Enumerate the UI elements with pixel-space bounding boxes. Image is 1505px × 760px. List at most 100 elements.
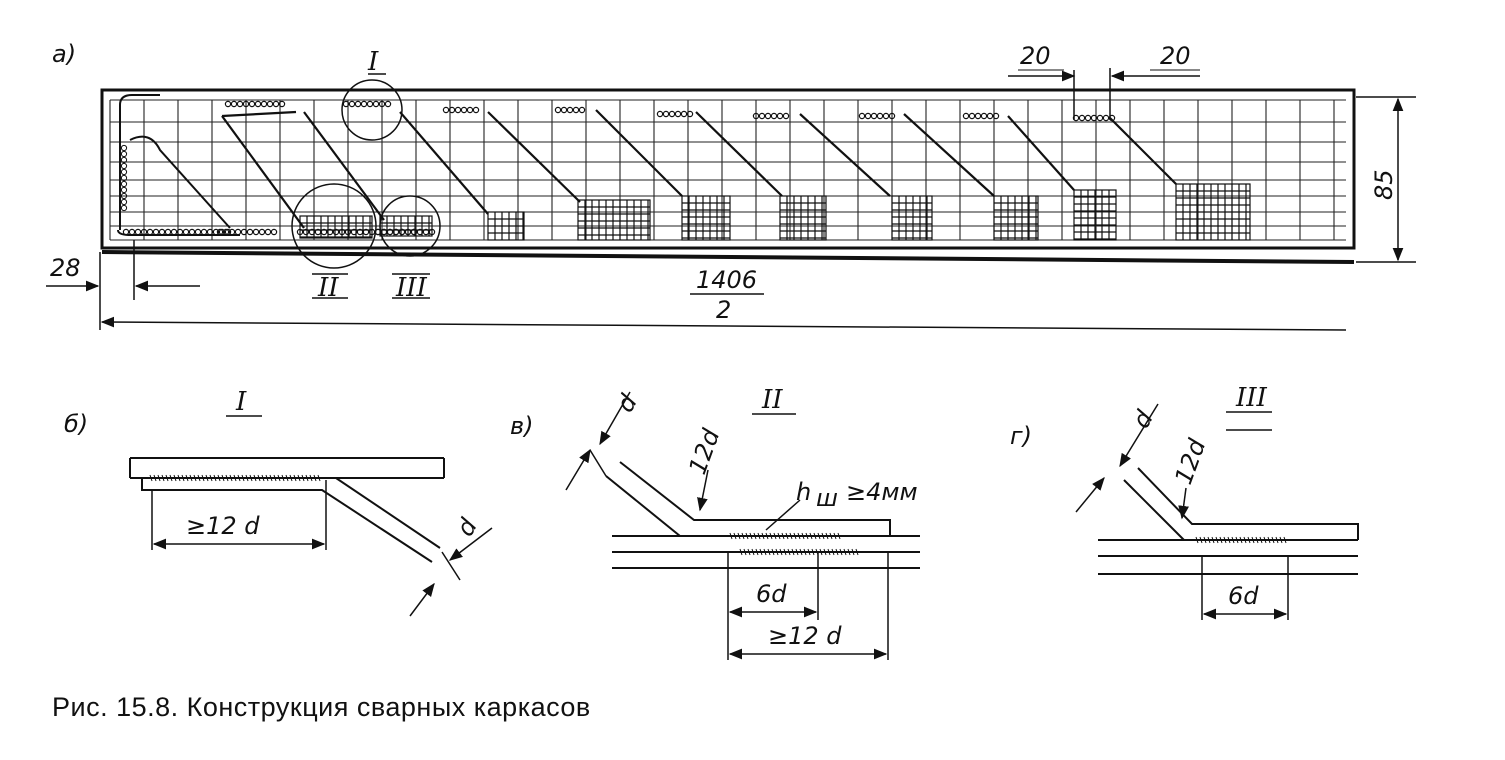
loop-weld-bead [120, 156, 128, 164]
bottom-weld-bead [270, 228, 278, 236]
detail-III-bend: 12d [1169, 435, 1211, 488]
top-weld-bead [472, 106, 480, 114]
panel-b-detail: I [235, 387, 247, 417]
detail-I-bars [129, 457, 445, 563]
height-value: 85 [1370, 169, 1398, 200]
bottom-weld-bead [252, 228, 260, 236]
weld-pad [299, 215, 373, 239]
bottom-weld-bead [404, 228, 412, 236]
top-weld-bead [764, 112, 772, 120]
weld-pad-border [779, 195, 827, 241]
loop-weld-bead [120, 174, 128, 182]
length-dimension [100, 293, 1347, 331]
bottom-weld-bead [240, 228, 248, 236]
top-weld-bead [870, 112, 878, 120]
bottom-weld-bead [392, 228, 400, 236]
detail-II-diameter: d [611, 389, 643, 417]
weld-seam [1195, 536, 1287, 544]
top-weld-bead [224, 100, 232, 108]
length-denominator: 2 [716, 296, 731, 324]
loop-weld-bead [120, 192, 128, 200]
bottom-weld-bead [308, 228, 316, 236]
top-weld-bead [230, 100, 238, 108]
weld-pad [487, 211, 525, 241]
top-weld-bead [272, 100, 280, 108]
detail-II-bend: 12d [683, 425, 725, 478]
detail-II-weld [729, 532, 859, 556]
loop-weld-bead [120, 150, 128, 158]
bottom-weld-bead [428, 228, 436, 236]
spacing-dimension [1008, 68, 1200, 120]
detail-III-lap6: 6d [1228, 582, 1259, 610]
bottom-weld-bead [194, 228, 202, 236]
bottom-weld-bead [134, 228, 142, 236]
bottom-chord [101, 250, 1355, 264]
top-weld-bead [974, 112, 982, 120]
inclined-bar [303, 111, 385, 221]
top-weld-bead [680, 110, 688, 118]
loop-weld-bead [120, 144, 128, 152]
loop-weld-bead [120, 180, 128, 188]
detail-I-diameter: d [451, 513, 483, 541]
bottom-weld-bead [146, 228, 154, 236]
offset-dimension [46, 240, 200, 330]
top-weld-bead [254, 100, 262, 108]
frame-outline [100, 88, 1356, 250]
top-weld-bead [236, 100, 244, 108]
panel-g-label: г) [1010, 422, 1032, 450]
bottom-weld-bead [188, 228, 196, 236]
height-dimension [1356, 96, 1416, 263]
inclined-bar [221, 115, 305, 229]
weld-seam [729, 532, 841, 540]
inclined-bar [487, 111, 581, 203]
bottom-weld-bead [368, 228, 376, 236]
top-weld-bead [1078, 114, 1086, 122]
loop-weld-bead [120, 204, 128, 212]
bottom-weld-bead [182, 228, 190, 236]
bottom-weld-bead [410, 228, 418, 236]
top-weld-bead [858, 112, 866, 120]
top-weld-bead [384, 100, 392, 108]
end-loop-welds [120, 144, 128, 212]
bottom-weld-bead [234, 228, 242, 236]
top-weld-bead [782, 112, 790, 120]
bottom-weld-bead [314, 228, 322, 236]
top-weld-bead [864, 112, 872, 120]
inclined-bar [799, 113, 891, 197]
detail-II-dims [565, 391, 889, 660]
weld-pad-border [577, 199, 651, 241]
top-weld-bead [566, 106, 574, 114]
top-weld-bead [554, 106, 562, 114]
detail-II-weld-h: h [796, 478, 811, 506]
inclined-bar [903, 113, 995, 197]
top-weld-bead [668, 110, 676, 118]
panel-g: г) III d 12d 6d [1010, 383, 1359, 620]
weld-pad [891, 195, 933, 241]
weld-pad [577, 199, 651, 241]
bottom-weld-bead [386, 228, 394, 236]
bottom-weld-bead [246, 228, 254, 236]
detail-II-lap6: 6d [756, 580, 787, 608]
weld-pad [1175, 183, 1251, 241]
bottom-weld-bead [416, 228, 424, 236]
bottom-weld-bead [350, 228, 358, 236]
inclined-bar [1109, 117, 1177, 185]
inclined-bars [221, 109, 1177, 229]
top-weld-bead [460, 106, 468, 114]
top-weld-bead [752, 112, 760, 120]
top-weld-bead [1102, 114, 1110, 122]
panel-b-label: б) [64, 410, 88, 438]
top-weld-bead [674, 110, 682, 118]
bottom-weld-bead [296, 228, 304, 236]
inclined-bar [399, 111, 489, 215]
bottom-weld-bead [320, 228, 328, 236]
top-weld-bead [366, 100, 374, 108]
top-weld-bead [986, 112, 994, 120]
top-weld-bead [442, 106, 450, 114]
inclined-bar [1007, 115, 1075, 191]
loop-weld-bead [120, 198, 128, 206]
bottom-weld-bead [398, 228, 406, 236]
bottom-weld-bead [164, 228, 172, 236]
bottom-weld-bead [128, 228, 136, 236]
